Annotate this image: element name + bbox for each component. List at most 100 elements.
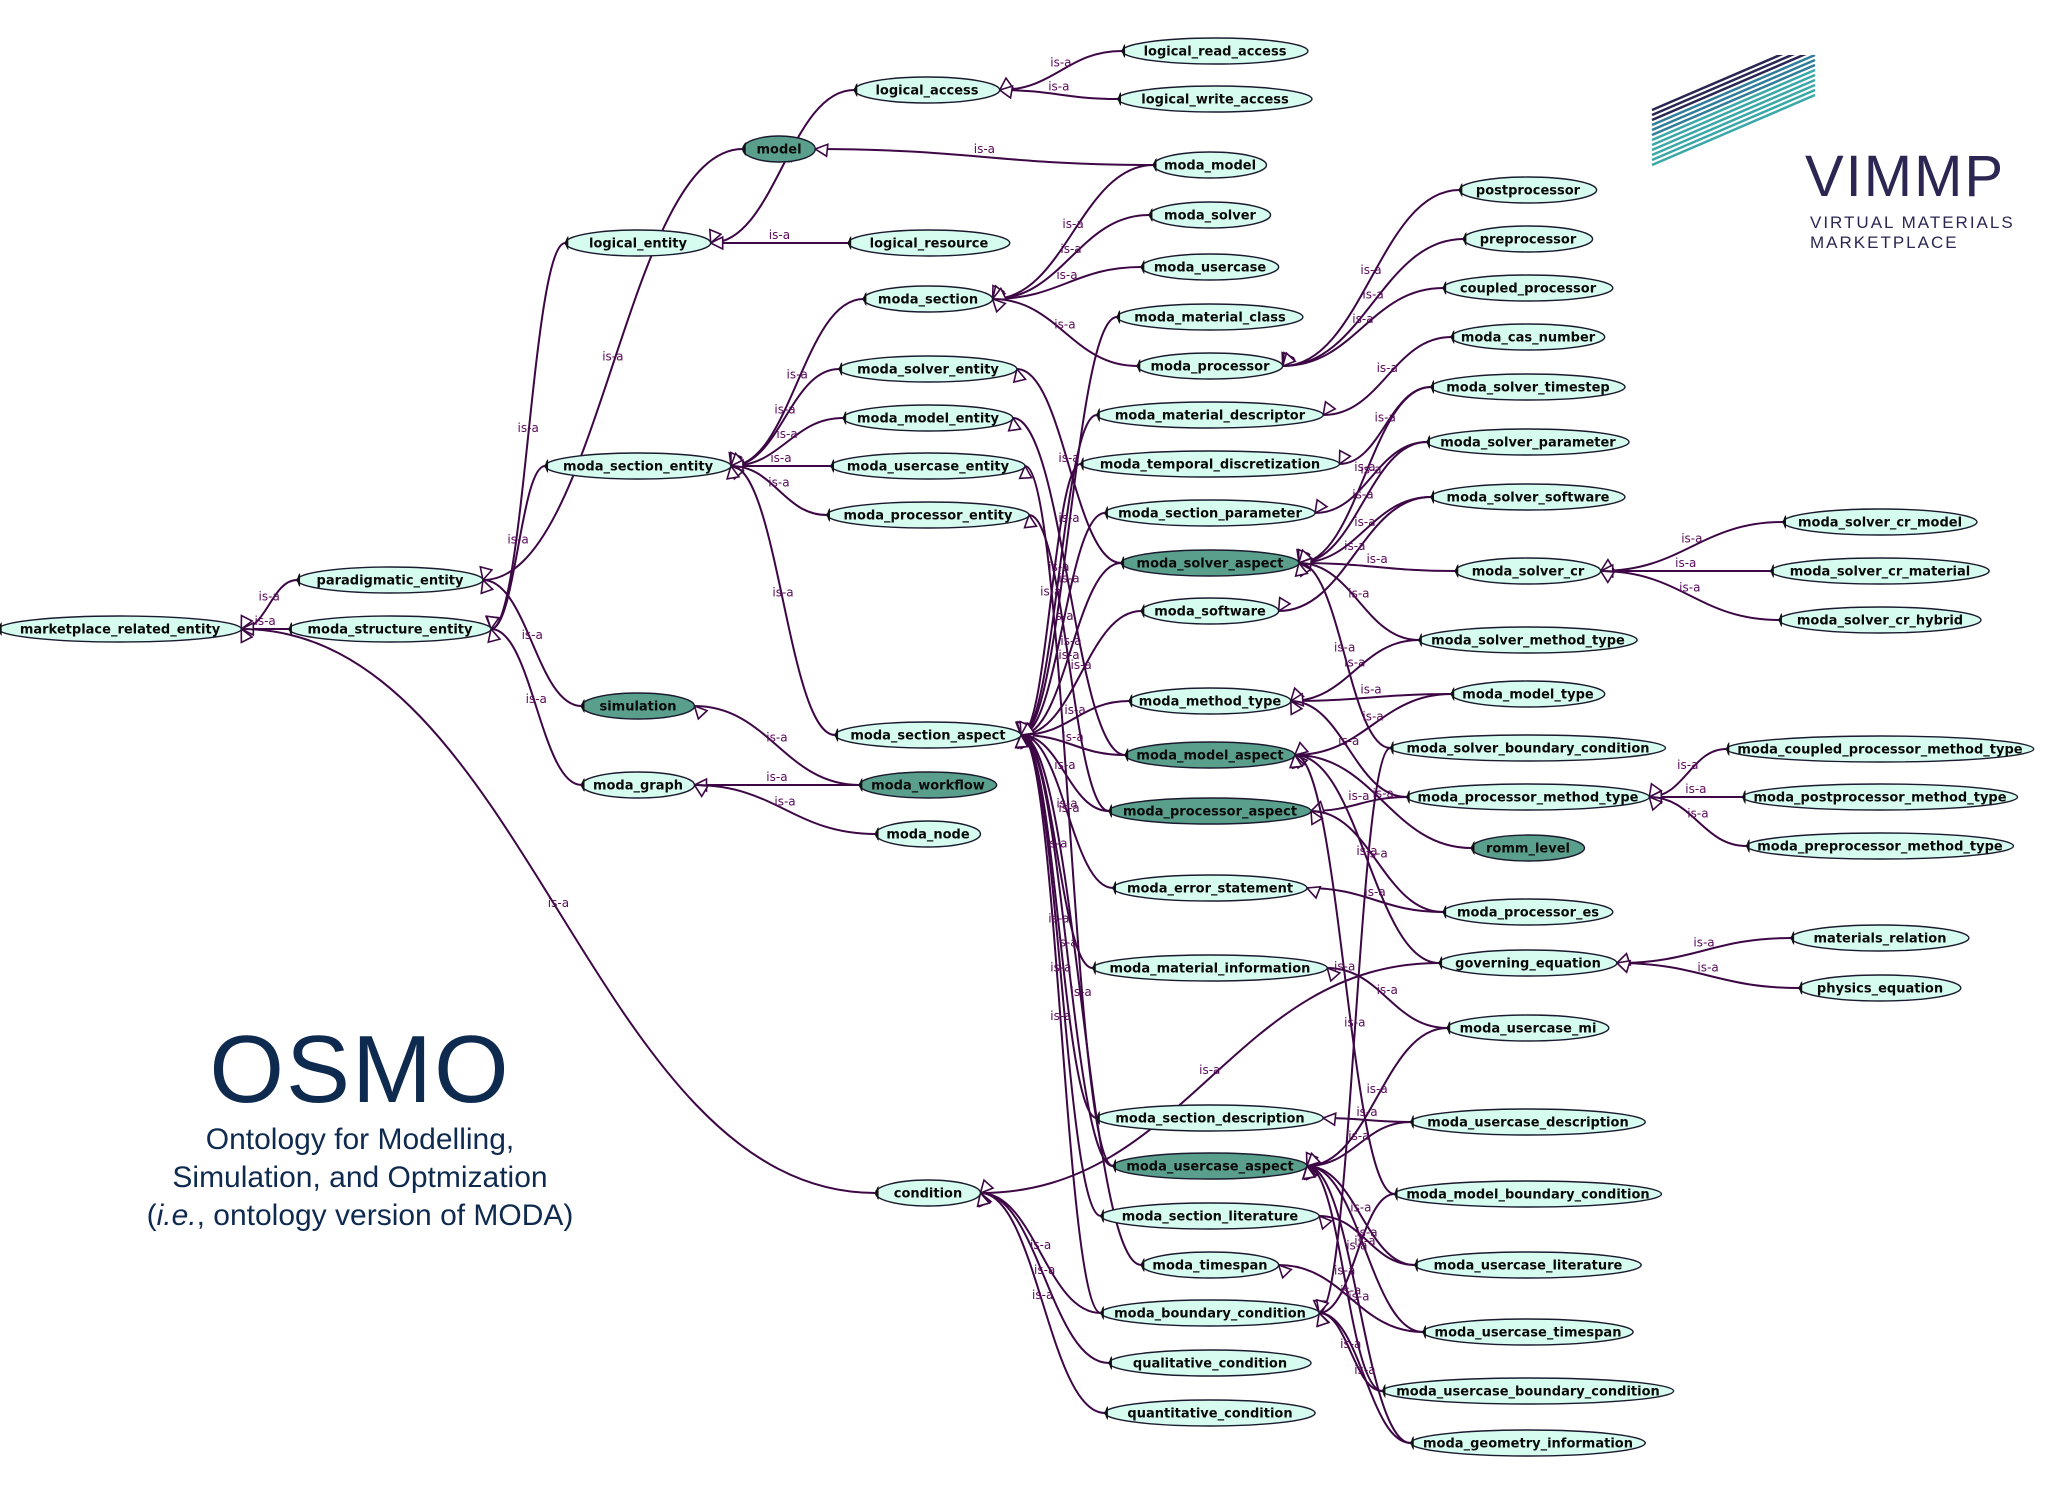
node-moda-solver-cr-material[interactable]: moda_solver_cr_material	[1770, 557, 1990, 585]
node-moda-graph[interactable]: moda_graph	[580, 771, 696, 799]
is-a-label: is-a	[1054, 758, 1075, 772]
node-moda-workflow[interactable]: moda_workflow	[858, 771, 998, 799]
node-materials-relation[interactable]: materials_relation	[1790, 924, 1970, 952]
node-logical-write-access[interactable]: logical_write_access	[1117, 85, 1313, 113]
node-moda-material-descriptor[interactable]: moda_material_descriptor	[1096, 401, 1324, 429]
node-moda-method-type[interactable]: moda_method_type	[1128, 687, 1292, 715]
node-moda-structure-entity[interactable]: moda_structure_entity	[288, 615, 492, 643]
node-moda-postprocessor-method-type[interactable]: moda_postprocessor_method_type	[1741, 783, 2019, 811]
node-moda-geometry-information[interactable]: moda_geometry_information	[1410, 1429, 1646, 1457]
node-paradigmatic-entity[interactable]: paradigmatic_entity	[296, 566, 484, 594]
node-moda-usercase[interactable]: moda_usercase	[1140, 253, 1280, 281]
is-a-edge	[999, 89, 1119, 100]
node-moda-usercase-description[interactable]: moda_usercase_description	[1410, 1108, 1646, 1136]
is-a-label: is-a	[1334, 960, 1355, 974]
node-moda-material-information[interactable]: moda_material_information	[1092, 954, 1328, 982]
is-a-edge	[730, 465, 836, 736]
node-moda-usercase-literature[interactable]: moda_usercase_literature	[1414, 1251, 1642, 1279]
node-moda-solver-aspect[interactable]: moda_solver_aspect	[1120, 549, 1300, 577]
node-moda-usercase-boundary-condition[interactable]: moda_usercase_boundary_condition	[1381, 1377, 1675, 1405]
is-a-label: is-a	[776, 427, 797, 441]
node-logical-access[interactable]: logical_access	[853, 76, 1001, 104]
node-shape	[1458, 176, 1598, 204]
node-moda-preprocessor-method-type[interactable]: moda_preprocessor_method_type	[1745, 832, 2015, 860]
is-a-arrowhead	[1014, 733, 1030, 749]
node-cap-mark	[1121, 556, 1125, 570]
node-shape	[1745, 832, 2015, 860]
node-moda-section-literature[interactable]: moda_section_literature	[1100, 1202, 1320, 1230]
node-moda-model-entity[interactable]: moda_model_entity	[842, 404, 1014, 432]
node-moda-solver-method-type[interactable]: moda_solver_method_type	[1418, 626, 1638, 654]
node-moda-model-boundary-condition[interactable]: moda_model_boundary_condition	[1393, 1180, 1663, 1208]
node-moda-cas-number[interactable]: moda_cas_number	[1450, 323, 1606, 351]
node-moda-section[interactable]: moda_section	[862, 285, 994, 313]
node-physics-equation[interactable]: physics_equation	[1798, 974, 1962, 1002]
is-a-edge	[1020, 734, 1098, 1119]
node-romm-level[interactable]: romm_level	[1470, 834, 1586, 862]
vimmp-logo: VIMMP VIRTUAL MATERIALS MARKETPLACE	[1650, 55, 2030, 255]
node-label: model	[756, 143, 801, 158]
node-shape	[1430, 373, 1626, 401]
node-moda-timespan[interactable]: moda_timespan	[1140, 1251, 1280, 1279]
node-moda-usercase-entity[interactable]: moda_usercase_entity	[830, 452, 1026, 480]
node-moda-solver-entity[interactable]: moda_solver_entity	[838, 355, 1018, 383]
node-moda-model-aspect[interactable]: moda_model_aspect	[1124, 741, 1296, 769]
is-a-arrowhead	[1322, 400, 1337, 417]
node-moda-processor-entity[interactable]: moda_processor_entity	[826, 501, 1030, 529]
is-a-edge	[694, 784, 876, 835]
node-label: moda_material_class	[1134, 311, 1286, 326]
is-a-edge	[490, 465, 546, 630]
node-moda-section-parameter[interactable]: moda_section_parameter	[1104, 499, 1316, 527]
node-moda-solver[interactable]: moda_solver	[1148, 201, 1272, 229]
node-condition[interactable]: condition	[874, 1179, 982, 1207]
is-a-label: is-a	[1062, 217, 1083, 231]
node-moda-section-entity[interactable]: moda_section_entity	[544, 452, 732, 480]
node-moda-coupled-processor-method-type[interactable]: moda_coupled_processor_method_type	[1725, 735, 2035, 763]
node-logical-entity[interactable]: logical_entity	[564, 229, 712, 257]
is-a-label: is-a	[1356, 1105, 1377, 1119]
node-moda-solver-cr-hybrid[interactable]: moda_solver_cr_hybrid	[1778, 606, 1982, 634]
node-moda-processor-method-type[interactable]: moda_processor_method_type	[1405, 783, 1650, 811]
node-label: moda_method_type	[1139, 695, 1282, 710]
node-moda-section-aspect[interactable]: moda_section_aspect	[834, 721, 1022, 749]
node-moda-node[interactable]: moda_node	[874, 820, 982, 848]
node-moda-processor[interactable]: moda_processor	[1136, 352, 1284, 380]
node-governing-equation[interactable]: governing_equation	[1438, 949, 1618, 977]
node-moda-boundary-condition[interactable]: moda_boundary_condition	[1100, 1299, 1320, 1327]
node-moda-section-description[interactable]: moda_section_description	[1096, 1104, 1324, 1132]
node-model[interactable]: model	[742, 135, 816, 163]
node-moda-material-class[interactable]: moda_material_class	[1116, 303, 1304, 331]
node-moda-solver-parameter[interactable]: moda_solver_parameter	[1426, 428, 1630, 456]
node-moda-error-statement[interactable]: moda_error_statement	[1112, 874, 1308, 902]
node-moda-usercase-aspect[interactable]: moda_usercase_aspect	[1112, 1152, 1308, 1180]
node-qualitative-condition[interactable]: qualitative_condition	[1108, 1349, 1312, 1377]
node-moda-temporal-discretization[interactable]: moda_temporal_discretization	[1079, 450, 1341, 478]
is-a-label: is-a	[1340, 1284, 1361, 1298]
node-moda-model[interactable]: moda_model	[1152, 151, 1268, 179]
node-shape	[1450, 680, 1606, 708]
node-moda-solver-software[interactable]: moda_solver_software	[1430, 483, 1626, 511]
node-moda-usercase-timespan[interactable]: moda_usercase_timespan	[1422, 1318, 1634, 1346]
node-logical-read-access[interactable]: logical_read_access	[1121, 37, 1309, 65]
node-moda-software[interactable]: moda_software	[1140, 597, 1280, 625]
node-simulation[interactable]: simulation	[580, 692, 696, 720]
node-shape	[1108, 797, 1312, 825]
node-label: moda_solver_cr_material	[1790, 565, 1970, 580]
node-moda-processor-aspect[interactable]: moda_processor_aspect	[1108, 797, 1312, 825]
is-a-label: is-a	[1048, 560, 1069, 574]
node-postprocessor[interactable]: postprocessor	[1458, 176, 1598, 204]
node-moda-solver-cr[interactable]: moda_solver_cr	[1454, 557, 1602, 585]
node-logical-resource[interactable]: logical_resource	[847, 229, 1011, 257]
node-shape	[842, 404, 1014, 432]
node-moda-model-type[interactable]: moda_model_type	[1450, 680, 1606, 708]
node-marketplace-related-entity[interactable]: marketplace_related_entity	[0, 615, 242, 643]
node-moda-solver-cr-model[interactable]: moda_solver_cr_model	[1782, 508, 1978, 536]
node-quantitative-condition[interactable]: quantitative_condition	[1104, 1399, 1316, 1427]
node-moda-solver-timestep[interactable]: moda_solver_timestep	[1430, 373, 1626, 401]
node-preprocessor[interactable]: preprocessor	[1462, 225, 1594, 253]
node-label: moda_usercase_description	[1427, 1116, 1628, 1131]
node-moda-solver-boundary-condition[interactable]: moda_solver_boundary_condition	[1389, 734, 1667, 762]
node-moda-processor-es[interactable]: moda_processor_es	[1442, 898, 1614, 926]
node-coupled-processor[interactable]: coupled_processor	[1442, 274, 1614, 302]
node-moda-usercase-mi[interactable]: moda_usercase_mi	[1446, 1014, 1610, 1042]
